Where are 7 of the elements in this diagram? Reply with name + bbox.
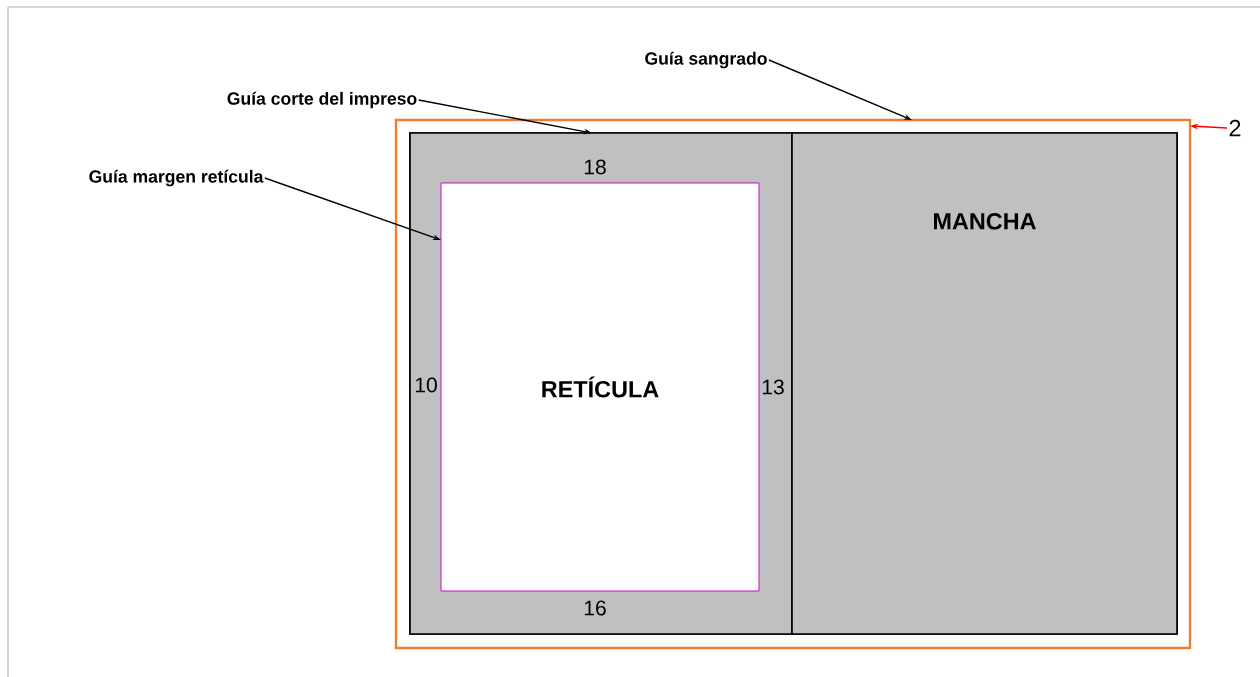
dimension-number: 13: [762, 379, 784, 395]
grid-margin-box: RETÍCULA: [440, 182, 760, 592]
guide-label: Guía sangrado: [645, 51, 767, 69]
page-panel: MANCHA: [791, 132, 1178, 635]
guide-label: Guía corte del impreso: [227, 91, 417, 109]
dimension-number: 2: [1229, 119, 1241, 137]
guide-label: Guía margen retícula: [89, 169, 264, 187]
